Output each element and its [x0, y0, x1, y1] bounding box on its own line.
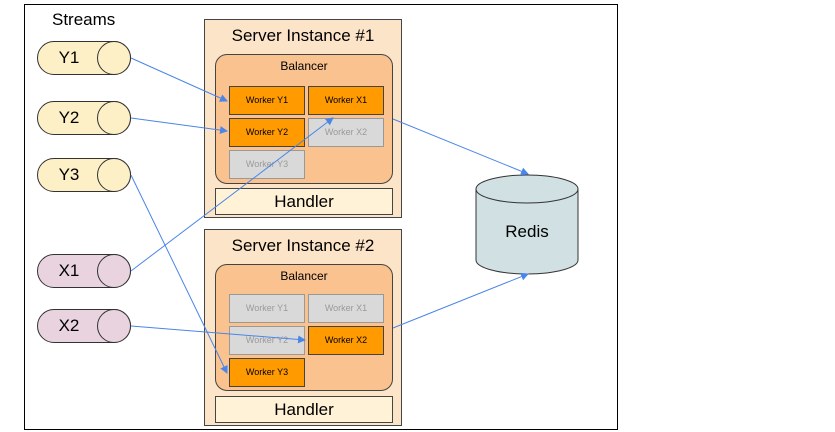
- server-title: Server Instance #2: [231, 236, 375, 255]
- stream-x1: X1: [37, 254, 131, 288]
- balancer-title: Balancer: [280, 59, 328, 73]
- worker-x2: Worker X2: [308, 118, 384, 147]
- worker-x1: Worker X1: [308, 294, 384, 323]
- arrow-y3-to-worker-y3: [130, 174, 228, 374]
- worker-y1: Worker Y1: [229, 294, 305, 323]
- stream-label: Y3: [58, 165, 80, 184]
- arrow-x1-to-worker-x1: [130, 117, 334, 272]
- stream-y1: Y1: [37, 41, 131, 75]
- stream-x2: X2: [37, 309, 131, 343]
- stream-y2: Y2: [37, 101, 131, 135]
- balancer-title: Balancer: [280, 269, 328, 283]
- worker-y2: Worker Y2: [229, 118, 305, 147]
- arrow-server2-to-redis: [392, 272, 529, 329]
- worker-y1: Worker Y1: [229, 86, 305, 115]
- balancer: Balancer Worker Y1 Worker X1 Worker Y2 W…: [215, 264, 393, 391]
- worker-y3: Worker Y3: [229, 150, 305, 179]
- stream-label: X1: [58, 261, 80, 280]
- handler: Handler: [215, 188, 393, 215]
- arrow-x2-to-worker-x2: [130, 325, 306, 344]
- streams-title: Streams: [52, 10, 116, 29]
- balancer: Balancer Worker Y1 Worker X1 Worker Y2 W…: [215, 54, 393, 184]
- arrow-y1-to-worker-y1: [130, 57, 228, 102]
- stream-label: Y2: [58, 108, 80, 127]
- redis-cylinder: [475, 174, 579, 275]
- worker-y3: Worker Y3: [229, 358, 305, 387]
- stream-label: X2: [58, 316, 80, 335]
- worker-x2: Worker X2: [308, 326, 384, 355]
- server-instance-1: Server Instance #1 Balancer Worker Y1 Wo…: [204, 19, 402, 218]
- handler: Handler: [215, 396, 393, 423]
- server-title: Server Instance #1: [231, 26, 375, 45]
- stream-y3: Y3: [37, 158, 131, 192]
- arrow-server1-to-redis: [392, 118, 529, 176]
- stream-label: Y1: [58, 48, 80, 67]
- worker-y2: Worker Y2: [229, 326, 305, 355]
- worker-x1: Worker X1: [308, 86, 384, 115]
- redis-label: Redis: [505, 222, 549, 241]
- arrow-y2-to-worker-y2: [130, 117, 228, 135]
